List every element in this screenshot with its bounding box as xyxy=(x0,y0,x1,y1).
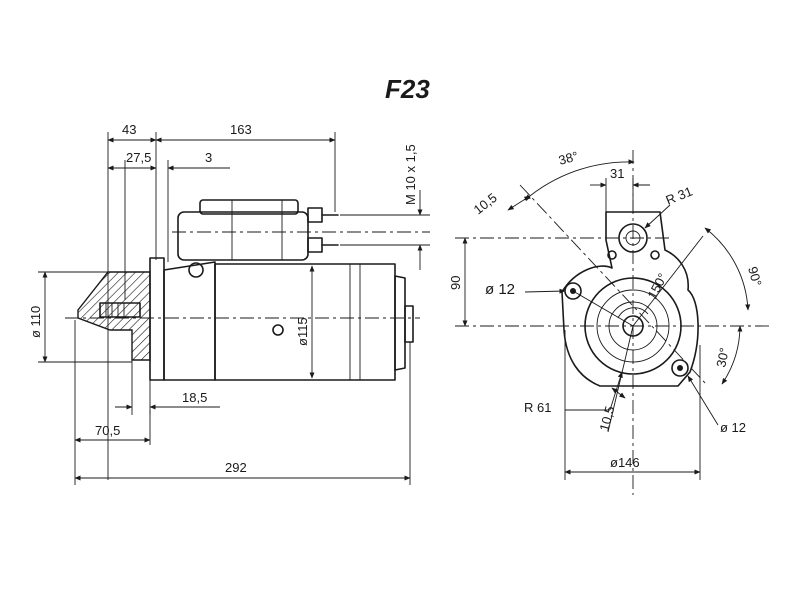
dim-3: 3 xyxy=(205,150,212,165)
dim-radius-61: R 61 xyxy=(524,400,551,415)
dim-90: 90 xyxy=(448,276,463,290)
dim-dia-115: ø115 xyxy=(295,317,310,346)
dim-angle-150: 150° xyxy=(644,271,670,302)
drawing-title: F23 xyxy=(385,74,430,104)
terminal-top xyxy=(307,207,323,223)
dim-292: 292 xyxy=(225,460,247,475)
drive-housing xyxy=(163,261,216,381)
dim-dia-110: ø 110 xyxy=(28,306,43,338)
dim-angle-38: 38° xyxy=(557,148,580,168)
dim-dia-146: ø146 xyxy=(610,455,640,470)
dim-31: 31 xyxy=(610,166,624,181)
stud xyxy=(188,262,204,278)
terminal-bottom xyxy=(307,237,323,253)
dim-163: 163 xyxy=(230,122,252,137)
end-cap xyxy=(394,275,406,371)
front-flange xyxy=(561,211,699,387)
side-view: 43 163 27,5 3 M 10 x 1,5 ø 110 ø115 18,5 xyxy=(28,122,430,485)
dim-70-5: 70,5 xyxy=(95,423,120,438)
dim-10-5-bottom: 10,5 xyxy=(596,404,617,432)
dim-10-5-top: 10,5 xyxy=(471,190,500,217)
dim-angle-90: 90° xyxy=(745,265,765,288)
pinion-shaft xyxy=(99,302,141,318)
dim-angle-30: 30° xyxy=(713,346,732,368)
end-bolt xyxy=(404,305,414,343)
dim-dia-12-right: ø 12 xyxy=(720,420,746,435)
dim-18-5: 18,5 xyxy=(182,390,207,405)
dim-dia-12-left: ø 12 xyxy=(485,281,515,298)
dim-thread: M 10 x 1,5 xyxy=(403,144,418,205)
solenoid xyxy=(177,211,309,261)
dim-27-5: 27,5 xyxy=(126,150,151,165)
bolt-hole-right xyxy=(671,359,689,377)
dim-radius-31: R 31 xyxy=(664,184,695,208)
mounting-flange xyxy=(149,257,165,381)
front-view: 38° 31 R 31 10,5 90 ø 12 150° 90° 30° R … xyxy=(448,148,770,495)
dim-43: 43 xyxy=(122,122,136,137)
